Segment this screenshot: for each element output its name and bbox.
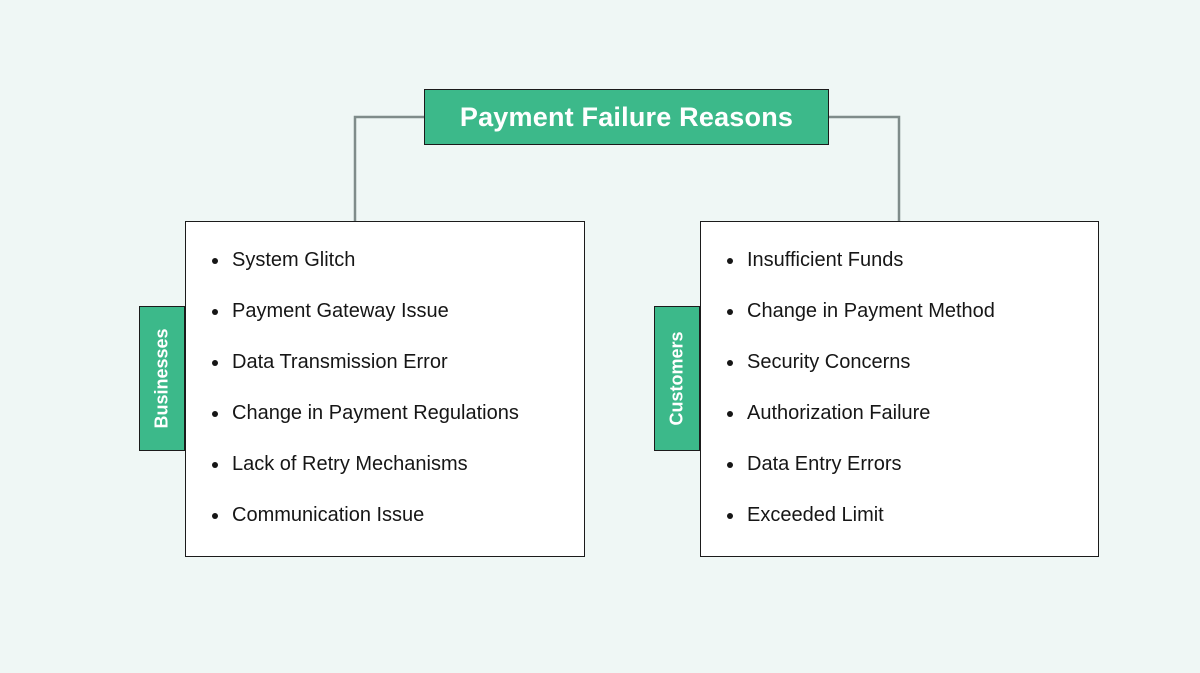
branch-panel-customers: Insufficient Funds Change in Payment Met… (700, 221, 1099, 557)
side-tab-customers: Customers (654, 306, 700, 451)
list-item: Payment Gateway Issue (186, 299, 584, 323)
list-item: Change in Payment Method (701, 299, 1098, 323)
side-tab-businesses: Businesses (139, 306, 185, 451)
list-item: Data Transmission Error (186, 350, 584, 374)
side-tab-label-businesses: Businesses (151, 328, 172, 429)
root-node: Payment Failure Reasons (424, 89, 829, 145)
list-item: System Glitch (186, 248, 584, 272)
side-tab-label-customers: Customers (666, 331, 687, 426)
root-node-label: Payment Failure Reasons (459, 101, 794, 132)
list-item: Communication Issue (186, 503, 584, 527)
list-item: Data Entry Errors (701, 452, 1098, 476)
list-item: Lack of Retry Mechanisms (186, 452, 584, 476)
bullet-list-customers: Insufficient Funds Change in Payment Met… (701, 222, 1098, 527)
bullet-list-businesses: System Glitch Payment Gateway Issue Data… (186, 222, 584, 527)
list-item: Insufficient Funds (701, 248, 1098, 272)
list-item: Security Concerns (701, 350, 1098, 374)
list-item: Change in Payment Regulations (186, 401, 584, 425)
branch-panel-businesses: System Glitch Payment Gateway Issue Data… (185, 221, 585, 557)
connector-left (353, 115, 424, 221)
connector-right (829, 115, 901, 221)
list-item: Authorization Failure (701, 401, 1098, 425)
list-item: Exceeded Limit (701, 503, 1098, 527)
